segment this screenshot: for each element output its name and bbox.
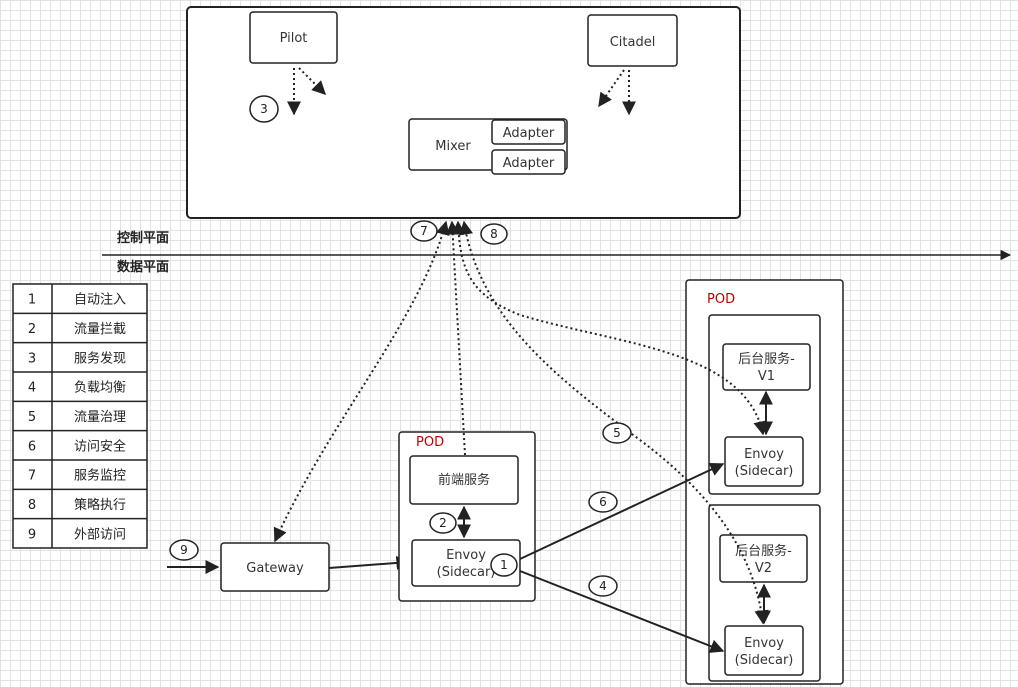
legend-row-number: 1 <box>28 293 36 308</box>
legend-row-text: 负载均衡 <box>74 381 126 396</box>
legend-row-number: 5 <box>28 410 36 425</box>
legend-row-number: 7 <box>28 469 36 484</box>
marker-3 <box>249 95 279 123</box>
gateway-label: Gateway <box>246 561 304 576</box>
backend-v2-label-line1: 后台服务- <box>735 543 792 559</box>
adapter-box-1[interactable] <box>491 119 566 145</box>
marker-5 <box>602 422 632 444</box>
marker-9 <box>169 539 199 561</box>
legend-row-text: 流量治理 <box>74 410 126 425</box>
v2-to-mixer-dotted <box>459 220 769 625</box>
legend-row-text: 策略执行 <box>74 497 126 513</box>
marker-8-text: 8 <box>490 227 498 241</box>
adapter-label-1: Adapter <box>503 126 555 141</box>
legend-row-number: 8 <box>28 498 36 513</box>
legend-row-text: 访问安全 <box>74 438 126 454</box>
legend-row-number: 4 <box>28 381 36 396</box>
marker-4-text: 4 <box>599 579 607 593</box>
legend-row-number: 2 <box>28 322 36 337</box>
marker-7-text: 7 <box>420 224 428 238</box>
backend-v1-envoy-line2: (Sidecar) <box>735 464 794 479</box>
marker-9-text: 9 <box>180 543 188 557</box>
backend-v1-label-line2: V1 <box>758 369 775 384</box>
pilot-diag-arrow <box>298 67 326 95</box>
legend-row-number: 6 <box>28 439 36 454</box>
gateway-to-envoy-arrow <box>328 555 411 570</box>
frontend-service-label: 前端服务 <box>438 472 490 488</box>
adapter-box-2[interactable] <box>491 149 566 175</box>
legend-row-text: 流量拦截 <box>74 322 126 337</box>
legend-row-text: 外部访问 <box>74 527 126 542</box>
backend-v2-envoy-box[interactable] <box>724 625 804 676</box>
backend-pod-label: POD <box>707 292 735 307</box>
marker-3-text: 3 <box>260 102 268 116</box>
marker-6-text: 6 <box>599 495 607 509</box>
citadel-diag-arrow <box>598 69 625 108</box>
frontend-envoy-label-line1: Envoy <box>446 548 486 563</box>
backend-v2-label-line2: V2 <box>755 561 772 576</box>
adapter-label-2: Adapter <box>503 156 555 171</box>
marker-1-text: 1 <box>500 558 508 572</box>
backend-v1-label-line1: 后台服务- <box>738 351 795 367</box>
legend-row-text: 服务监控 <box>74 468 126 484</box>
gateway-to-mixer-dotted <box>273 220 450 543</box>
legend-table: 1 自动注入 2 流量拦截 3 服务发现 4 负载均衡 5 流量治理 6 访问安全 7 服务监控 8 策略执行… <box>12 283 148 549</box>
backend-v2-envoy-line1: Envoy <box>744 636 784 651</box>
citadel-box[interactable] <box>587 14 678 67</box>
frontend-to-mixer-dotted <box>445 220 466 456</box>
data-plane-label: 数据平面 <box>117 259 169 275</box>
marker-5-text: 5 <box>613 426 621 440</box>
frontend-envoy-label-line2: (Sidecar) <box>437 565 496 580</box>
pilot-label: Pilot <box>280 31 308 46</box>
citadel-label: Citadel <box>610 35 656 50</box>
frontend-pod-label: POD <box>416 435 444 450</box>
mixer-label: Mixer <box>435 139 471 154</box>
control-plane-label: 控制平面 <box>117 230 169 246</box>
backend-v2-envoy-line2: (Sidecar) <box>735 653 794 668</box>
legend-row-number: 3 <box>28 351 36 366</box>
pilot-box[interactable] <box>249 11 338 64</box>
legend-row-text: 服务发现 <box>74 350 126 366</box>
legend-row-number: 9 <box>28 527 36 542</box>
marker-2-text: 2 <box>439 516 447 530</box>
backend-v1-envoy-line1: Envoy <box>744 447 784 462</box>
legend-row-text: 自动注入 <box>74 293 126 308</box>
